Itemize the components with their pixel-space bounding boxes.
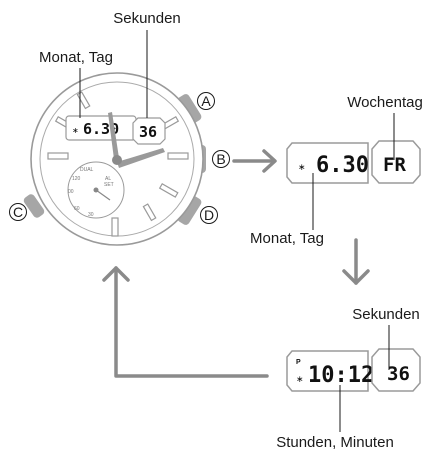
dial-mark-120: 120 — [72, 176, 81, 182]
date-screen-date-value: 6.30 — [316, 153, 369, 178]
time-screen-pm-indicator: P — [296, 359, 301, 366]
dial-mark-dual: DUAL — [80, 167, 94, 173]
watch: ∗ 6.30 36 DUAL 120 00 60 30 AL SET — [22, 72, 206, 246]
watch-date-label: Monat, Tag — [39, 49, 113, 66]
dial-mark-00: 00 — [68, 189, 74, 195]
date-screen-day-value: FR — [383, 154, 406, 176]
date-screen-date-label: Monat, Tag — [250, 230, 324, 247]
watch-seconds-value: 36 — [139, 123, 157, 141]
svg-text:A: A — [201, 93, 211, 109]
svg-text:D: D — [204, 207, 214, 223]
day-of-week-label: Wochentag — [347, 94, 423, 111]
time-screen-time-label: Stunden, Minuten — [276, 434, 394, 451]
button-b-label: B — [212, 150, 230, 168]
button-d-shape[interactable] — [176, 194, 203, 226]
dial-mark-30: 30 — [88, 212, 94, 218]
button-a-label: A — [197, 92, 215, 110]
button-c-label: C — [9, 203, 27, 221]
arrow-watch-to-date — [232, 149, 277, 173]
button-d-label: D — [200, 206, 218, 224]
svg-text:B: B — [216, 151, 225, 167]
watch-hands — [108, 112, 165, 168]
date-screen-bluetooth-icon: ∗ — [298, 162, 306, 172]
arrow-time-to-watch — [102, 266, 269, 378]
date-screen: ∗ 6.30 FR — [286, 140, 421, 184]
watch-bluetooth-icon: ∗ — [72, 126, 79, 135]
dial-mark-60: 60 — [74, 206, 80, 212]
dial-mark-al: AL — [105, 176, 111, 182]
arrow-date-to-time — [342, 238, 370, 285]
watch-seconds-label: Sekunden — [113, 10, 181, 27]
svg-text:C: C — [13, 204, 23, 220]
time-screen-seconds-label: Sekunden — [352, 306, 420, 323]
button-a-shape[interactable] — [176, 93, 203, 125]
time-screen-seconds-value: 36 — [387, 363, 410, 385]
time-screen-bluetooth-icon: ∗ — [296, 374, 304, 384]
dial-mark-set: SET — [104, 182, 114, 188]
time-screen: P ∗ 10:12 36 — [286, 348, 421, 392]
time-screen-time-value: 10:12 — [308, 363, 374, 388]
sub-dial: DUAL 120 00 60 30 AL SET — [67, 161, 125, 219]
watch-seconds-window: 36 — [132, 117, 166, 145]
watch-date-window: ∗ 6.30 — [65, 115, 137, 141]
button-c-shape[interactable] — [22, 193, 46, 220]
